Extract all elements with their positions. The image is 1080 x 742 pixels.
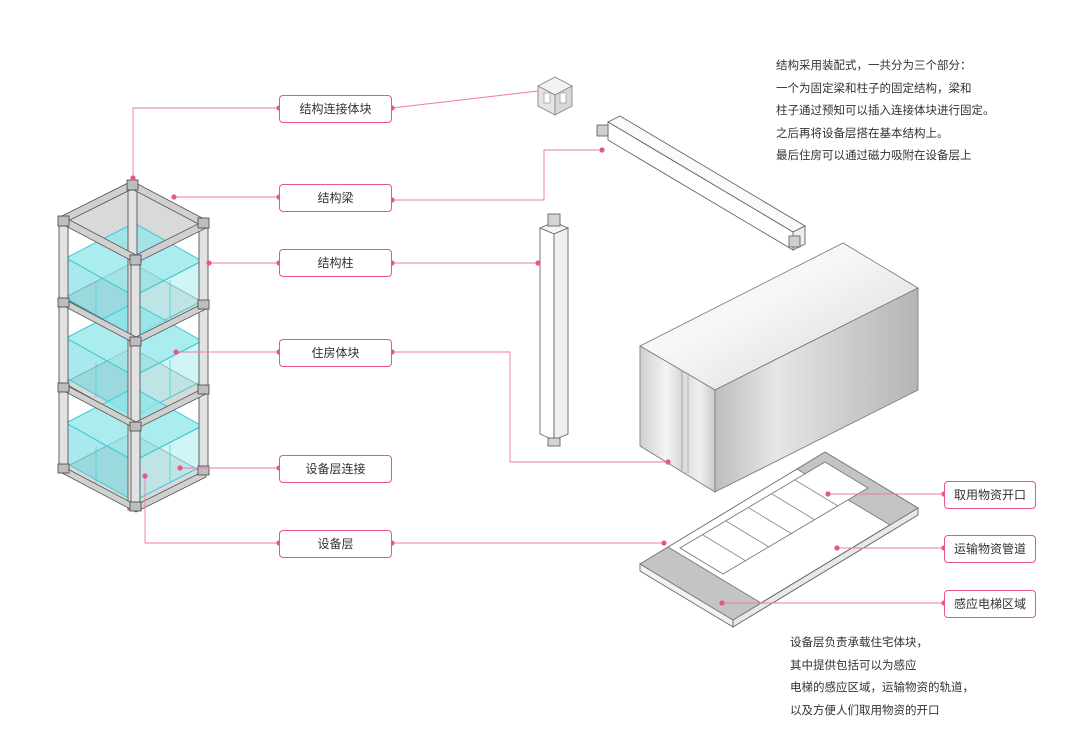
structure-note-line: 之后再将设备层搭在基本结构上。	[776, 125, 949, 140]
tower-beams	[61, 180, 207, 513]
housing-block	[639, 242, 919, 493]
leader-lines	[132, 90, 944, 604]
beam	[596, 115, 806, 251]
equipment-note: 设备层负责承载住宅体块， 其中提供包括可以为感应 电梯的感应区域，运输物资的轨道…	[790, 631, 974, 721]
column	[538, 213, 570, 447]
structure-note-line: 一个为固定梁和柱子的固定结构，梁和	[776, 80, 972, 95]
structure-note-line: 柱子通过预知可以插入连接体块进行固定。	[776, 103, 995, 117]
label-equipment-connection: 设备层连接	[279, 455, 392, 483]
connector-block	[537, 76, 573, 116]
tower-connector-nodes	[57, 179, 210, 512]
equipment-note-line: 设备层负责承载住宅体块，	[790, 635, 928, 649]
equipment-note-line: 电梯的感应区域，运输物资的轨道，	[790, 680, 974, 694]
label-column: 结构柱	[279, 249, 392, 277]
assembled-tower	[57, 179, 210, 513]
structure-note-line: 最后住房可以通过磁力吸附在设备层上	[776, 148, 972, 162]
label-connector-block: 结构连接体块	[279, 95, 392, 123]
structure-note-line: 结构采用装配式，一共分为三个部分：	[776, 58, 972, 72]
equipment-layer	[639, 451, 919, 628]
structure-note: 结构采用装配式，一共分为三个部分： 一个为固定梁和柱子的固定结构，梁和 柱子通过…	[776, 54, 995, 167]
label-pickup-opening: 取用物资开口	[944, 481, 1036, 509]
label-beam: 结构梁	[279, 184, 392, 212]
label-transport-duct: 运输物资管道	[944, 535, 1036, 563]
equipment-note-line: 其中提供包括可以为感应	[790, 657, 917, 672]
label-elevator-zone: 感应电梯区域	[944, 590, 1036, 618]
label-housing-block: 住房体块	[279, 339, 392, 367]
equipment-note-line: 以及方便人们取用物资的开口	[790, 702, 940, 717]
label-equipment-layer: 设备层	[279, 530, 392, 558]
